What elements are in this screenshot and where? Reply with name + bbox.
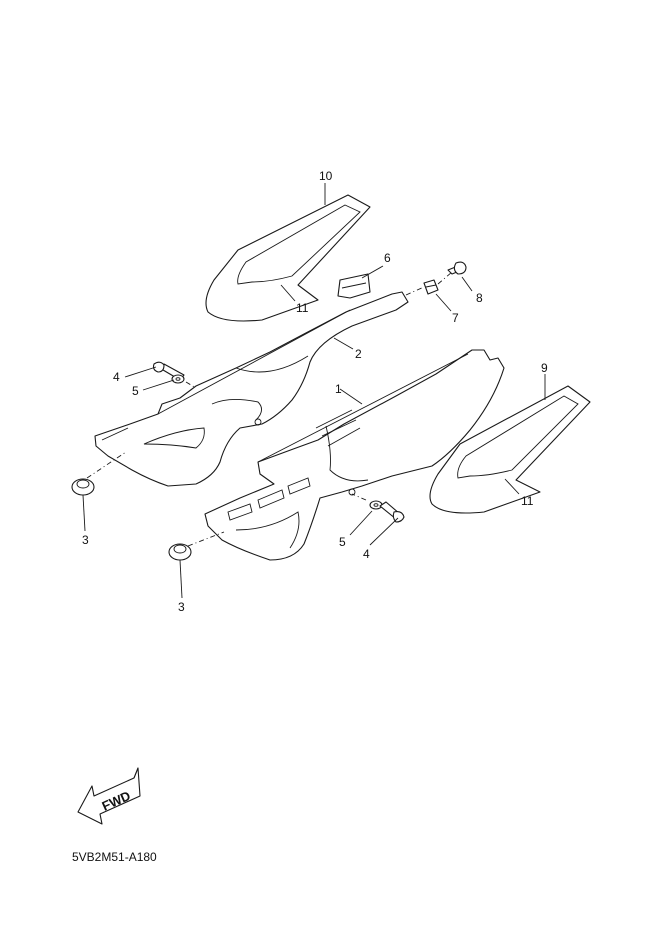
part-5-washer-left[interactable] <box>171 374 185 384</box>
callout-4-right: 4 <box>363 547 370 561</box>
callout-labels: 10 6 8 7 11 2 4 5 1 9 3 11 5 4 3 <box>82 169 548 614</box>
callout-6: 6 <box>384 251 391 265</box>
callout-9: 9 <box>541 361 548 375</box>
callout-2: 2 <box>355 347 362 361</box>
part-1-side-cover-right[interactable] <box>204 349 505 561</box>
callout-7: 7 <box>452 311 459 325</box>
callout-10: 10 <box>319 169 333 183</box>
part-3-grommet-left[interactable] <box>71 478 95 496</box>
diagram-code: 5VB2M51-A180 <box>72 850 157 864</box>
leader-lines <box>82 183 546 599</box>
callout-4-left: 4 <box>113 370 120 384</box>
callout-5-right: 5 <box>339 535 346 549</box>
callout-8: 8 <box>476 291 483 305</box>
part-8-screw[interactable] <box>447 261 467 275</box>
callout-1: 1 <box>335 382 342 396</box>
part-4-bolt-right[interactable] <box>379 501 405 523</box>
part-7-clip-nut[interactable] <box>423 279 439 295</box>
callout-11-lower: 11 <box>521 494 534 508</box>
part-3-grommet-right[interactable] <box>168 543 192 561</box>
part-9-graphic-decal[interactable] <box>429 385 591 514</box>
part-5-washer-right[interactable] <box>369 500 383 510</box>
part-2-side-cover-left[interactable] <box>94 291 409 487</box>
forward-direction-arrow: FWD <box>77 767 141 825</box>
callout-3-right: 3 <box>178 600 185 614</box>
callout-5-left: 5 <box>132 384 139 398</box>
assembly-lines <box>86 271 453 547</box>
part-6-damper-pad[interactable] <box>337 273 371 299</box>
callout-3-left: 3 <box>82 533 89 547</box>
callout-11-upper: 11 <box>296 301 309 315</box>
part-10-graphic-decal[interactable] <box>205 194 371 322</box>
